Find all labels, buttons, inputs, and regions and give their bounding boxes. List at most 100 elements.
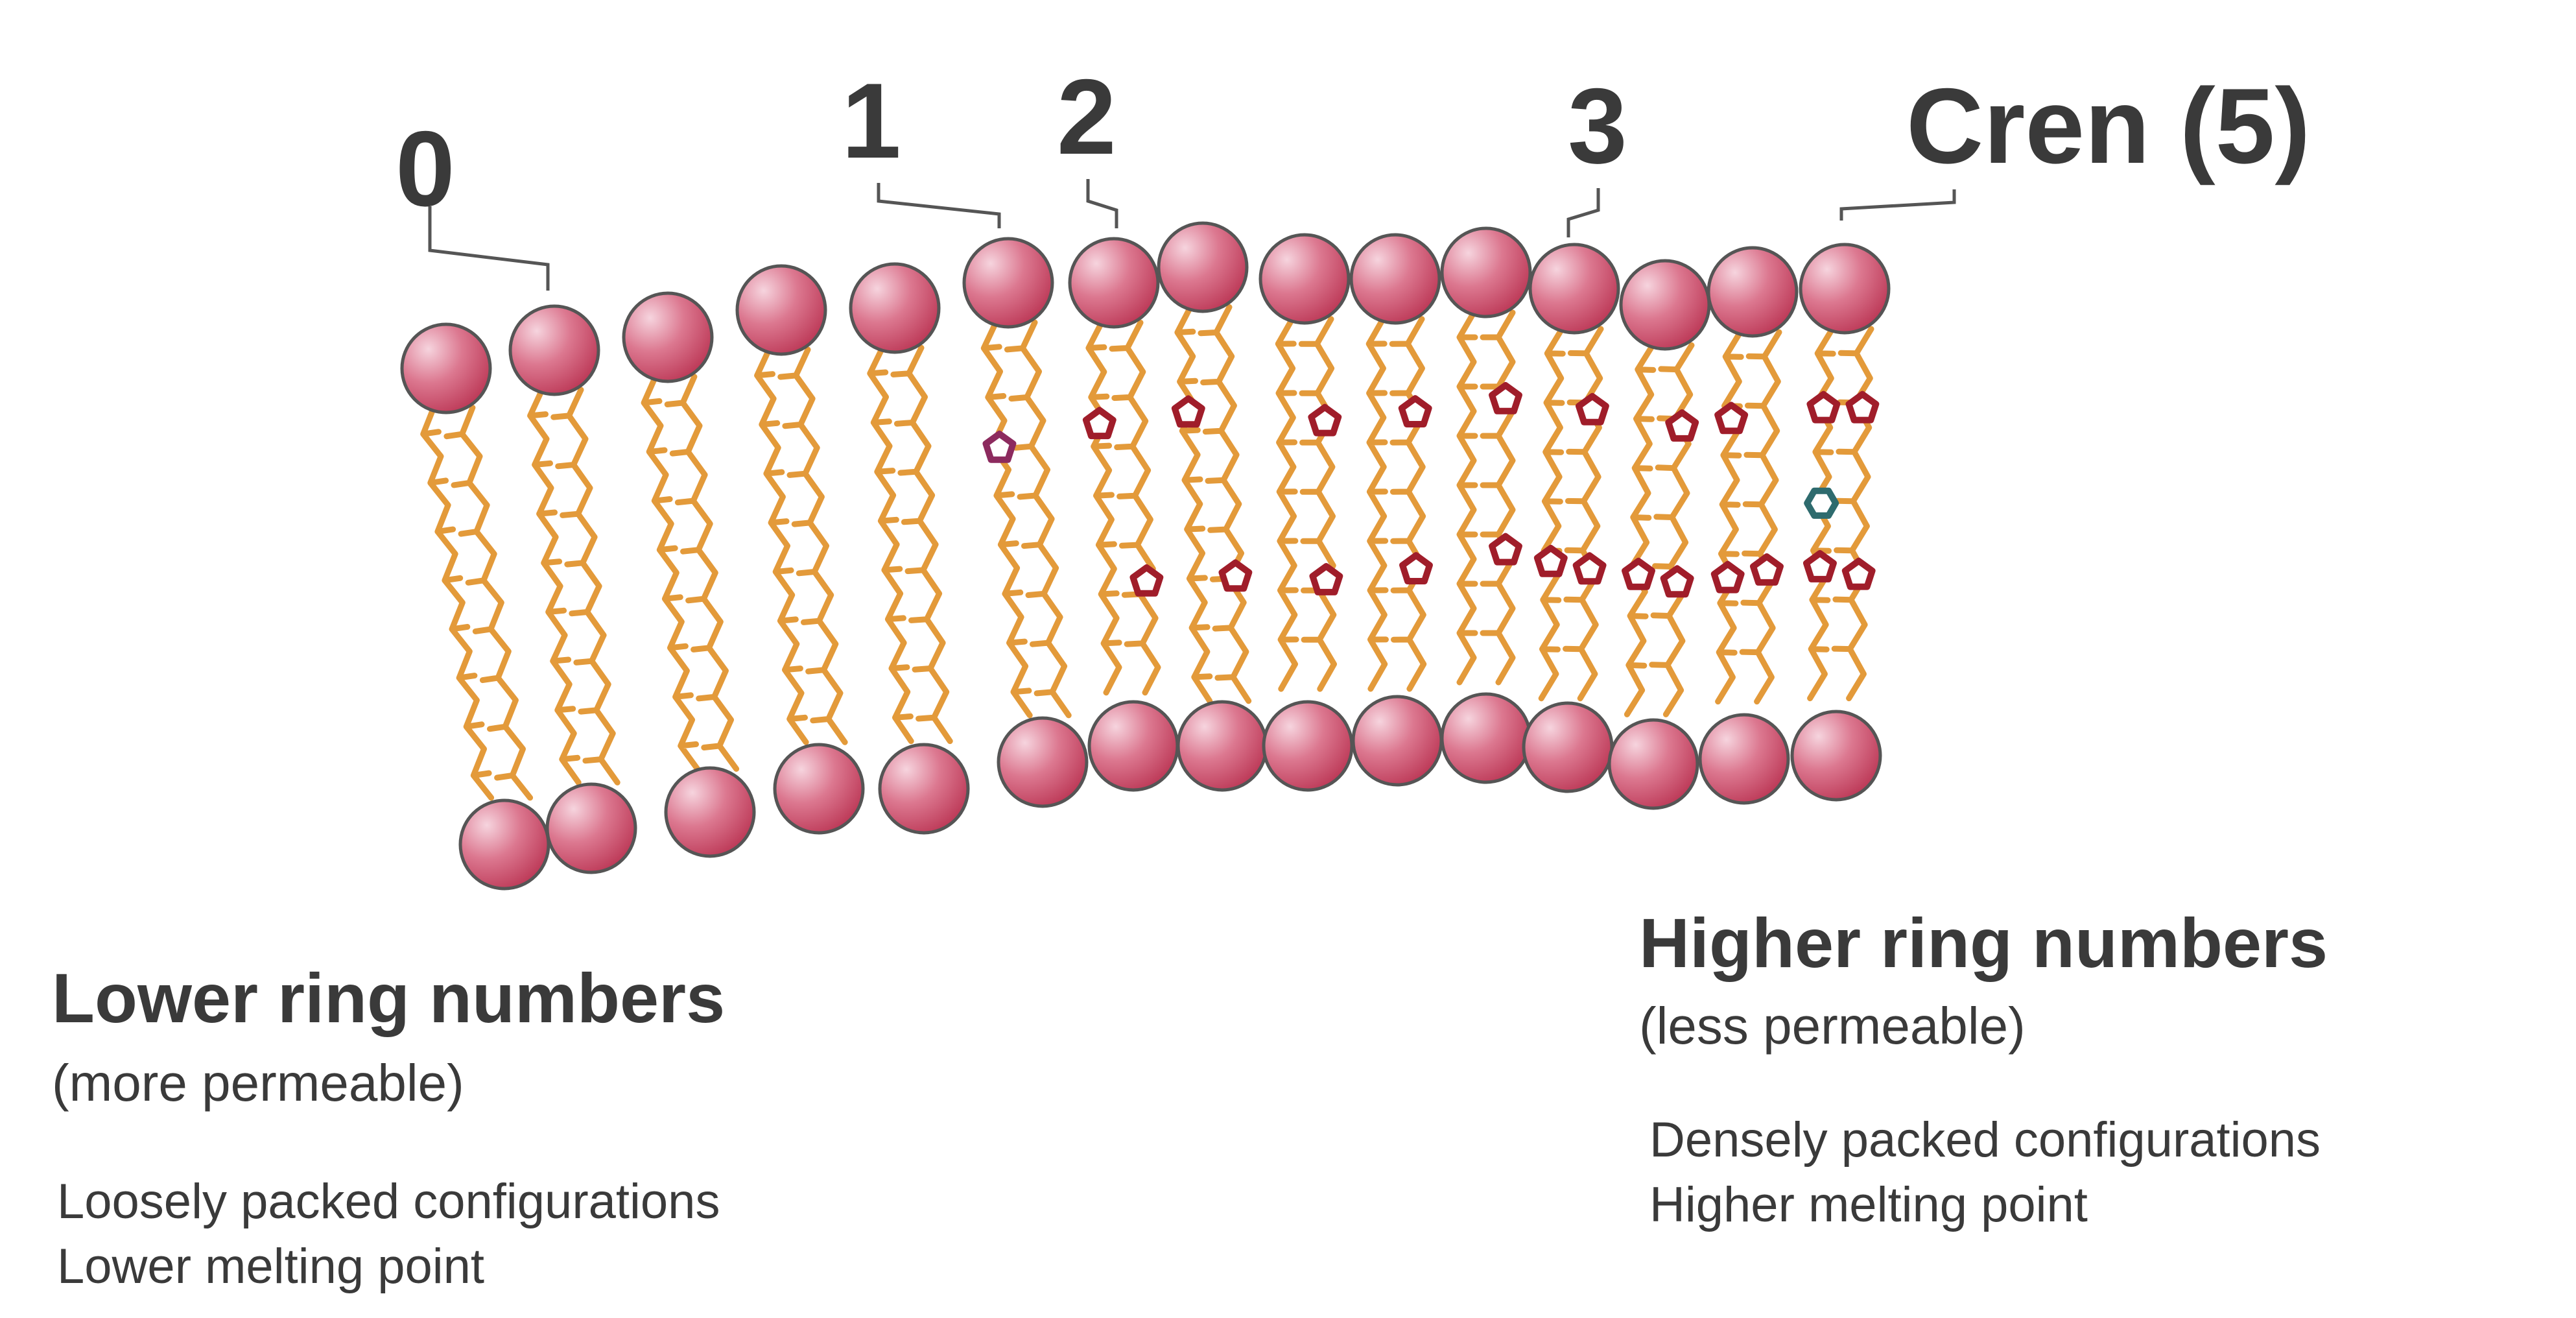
leader-line bbox=[1566, 188, 1600, 237]
cyclopentane-ring bbox=[1665, 409, 1699, 442]
lipid-head-top bbox=[1349, 233, 1441, 325]
lipid-tail bbox=[980, 319, 1033, 719]
lipid-head-top bbox=[508, 304, 600, 396]
right-heading: Higher ring numbers bbox=[1639, 904, 2328, 982]
cyclopentane-ring bbox=[1845, 390, 1880, 424]
lipid-head-bottom bbox=[1262, 700, 1354, 792]
lipid-head-top bbox=[962, 237, 1054, 329]
right-desc-line-1: Densely packed configurations bbox=[1649, 1112, 2321, 1168]
cyclopentane-ring bbox=[1660, 565, 1694, 598]
cyclopentane-ring bbox=[1750, 553, 1784, 586]
cyclopentane-rings bbox=[982, 382, 1880, 598]
lipid-tail bbox=[1831, 326, 1874, 702]
cyclopentane-ring bbox=[1841, 557, 1876, 590]
lipid-head-top bbox=[1440, 226, 1532, 318]
leader-lines bbox=[428, 179, 1956, 291]
lipid-tail bbox=[1456, 309, 1478, 686]
cyclopentane-ring bbox=[1082, 407, 1117, 440]
lipid-tail bbox=[1649, 342, 1695, 717]
right-desc-line-2: Higher melting point bbox=[1649, 1177, 2088, 1232]
lipid-head-top bbox=[400, 322, 492, 414]
lipid-tail bbox=[1109, 319, 1161, 696]
cyclopentane-ring bbox=[1171, 395, 1205, 428]
ring-label-0: 0 bbox=[396, 109, 455, 228]
lipid-tail bbox=[1563, 326, 1604, 702]
lipid-tail bbox=[1174, 304, 1213, 704]
lipid-tail bbox=[1389, 316, 1427, 692]
lipid-head-bottom bbox=[1176, 700, 1268, 792]
cyclopentane-ring bbox=[1533, 545, 1568, 577]
right-subheading: (less permeable) bbox=[1639, 997, 2026, 1055]
cyclopentane-ring bbox=[1622, 557, 1655, 590]
lipid-tail bbox=[527, 387, 582, 785]
cyclopentane-ring bbox=[1399, 552, 1433, 584]
lipid-tail bbox=[1538, 326, 1566, 702]
lipid-head-bottom bbox=[545, 782, 637, 874]
lipid-head-bottom bbox=[878, 743, 970, 835]
lipid-head-top bbox=[1258, 233, 1351, 325]
cyclopentane-ring bbox=[1489, 533, 1522, 566]
lipid-head-bottom bbox=[773, 743, 865, 835]
lipid-head-top bbox=[849, 262, 941, 354]
cyclopentane-ring bbox=[1398, 395, 1432, 427]
lipid-head-bottom bbox=[1087, 700, 1179, 792]
lipid-head-top bbox=[735, 264, 827, 356]
hexane-ring bbox=[1804, 487, 1839, 519]
lipid-tail bbox=[550, 387, 620, 785]
lipid-head-bottom bbox=[1790, 710, 1882, 802]
left-subheading: (more permeable) bbox=[52, 1054, 464, 1112]
leader-line bbox=[877, 183, 1001, 228]
lipid-tail bbox=[1004, 319, 1072, 719]
lipid-tail bbox=[1298, 316, 1337, 692]
lipid-tail bbox=[420, 404, 495, 801]
leader-line bbox=[1839, 189, 1956, 221]
lipid-tail bbox=[754, 346, 809, 745]
lipid-head-top bbox=[622, 291, 714, 383]
ring-label-3: 3 bbox=[1568, 66, 1627, 186]
lipid-tail bbox=[777, 346, 848, 745]
left-heading: Lower ring numbers bbox=[52, 959, 726, 1037]
lipid-head-bottom bbox=[1440, 692, 1532, 784]
lipid-head-bottom bbox=[664, 766, 756, 858]
leader-line bbox=[1086, 179, 1118, 228]
lipid-heads bbox=[400, 221, 1891, 891]
cyclopentane-ring bbox=[1714, 401, 1749, 435]
left-desc-line-2: Lower melting point bbox=[57, 1239, 485, 1294]
lipid-tail bbox=[890, 344, 953, 745]
cyclopentane-ring bbox=[1129, 564, 1164, 597]
cyclopentane-ring bbox=[1309, 563, 1343, 595]
lipid-head-bottom bbox=[1351, 695, 1443, 787]
lipid-tails bbox=[420, 304, 1874, 801]
lipid-tail bbox=[1624, 342, 1657, 717]
lipid-tail bbox=[1480, 309, 1516, 686]
cyclopentane-ring bbox=[1308, 403, 1342, 437]
ring-label-2: 2 bbox=[1057, 57, 1117, 176]
lipid-tail bbox=[1275, 316, 1299, 692]
cyclopentane-ring bbox=[1576, 392, 1609, 425]
lipid-tail bbox=[1715, 329, 1744, 705]
ring-label-1: 1 bbox=[842, 61, 901, 180]
lipid-tail bbox=[664, 374, 740, 772]
lipid-head-bottom bbox=[997, 716, 1089, 808]
lipid-head-top bbox=[1068, 237, 1160, 329]
lipid-tail bbox=[1739, 329, 1782, 705]
lipid-head-bottom bbox=[1607, 718, 1699, 810]
lipid-head-bottom bbox=[1522, 701, 1614, 793]
lipid-tail bbox=[443, 404, 534, 801]
lipid-head-bottom bbox=[458, 798, 550, 891]
ring-label-cren: Cren (5) bbox=[1906, 66, 2311, 186]
cyclopentane-ring bbox=[1803, 550, 1837, 582]
cyclopentane-ring bbox=[1489, 382, 1522, 414]
cyclopentane-ring bbox=[1806, 390, 1841, 424]
lipid-head-top bbox=[1157, 221, 1249, 313]
lipid-tail bbox=[867, 344, 914, 745]
lipid-tail bbox=[1085, 319, 1122, 696]
lipid-tail bbox=[641, 374, 701, 772]
lipid-head-top bbox=[1528, 243, 1620, 335]
cyclopentane-ring bbox=[1572, 552, 1607, 585]
lipid-tail bbox=[1365, 316, 1389, 692]
lipid-head-top bbox=[1619, 259, 1711, 351]
leader-line bbox=[428, 206, 550, 291]
lipid-tail bbox=[1198, 304, 1252, 704]
